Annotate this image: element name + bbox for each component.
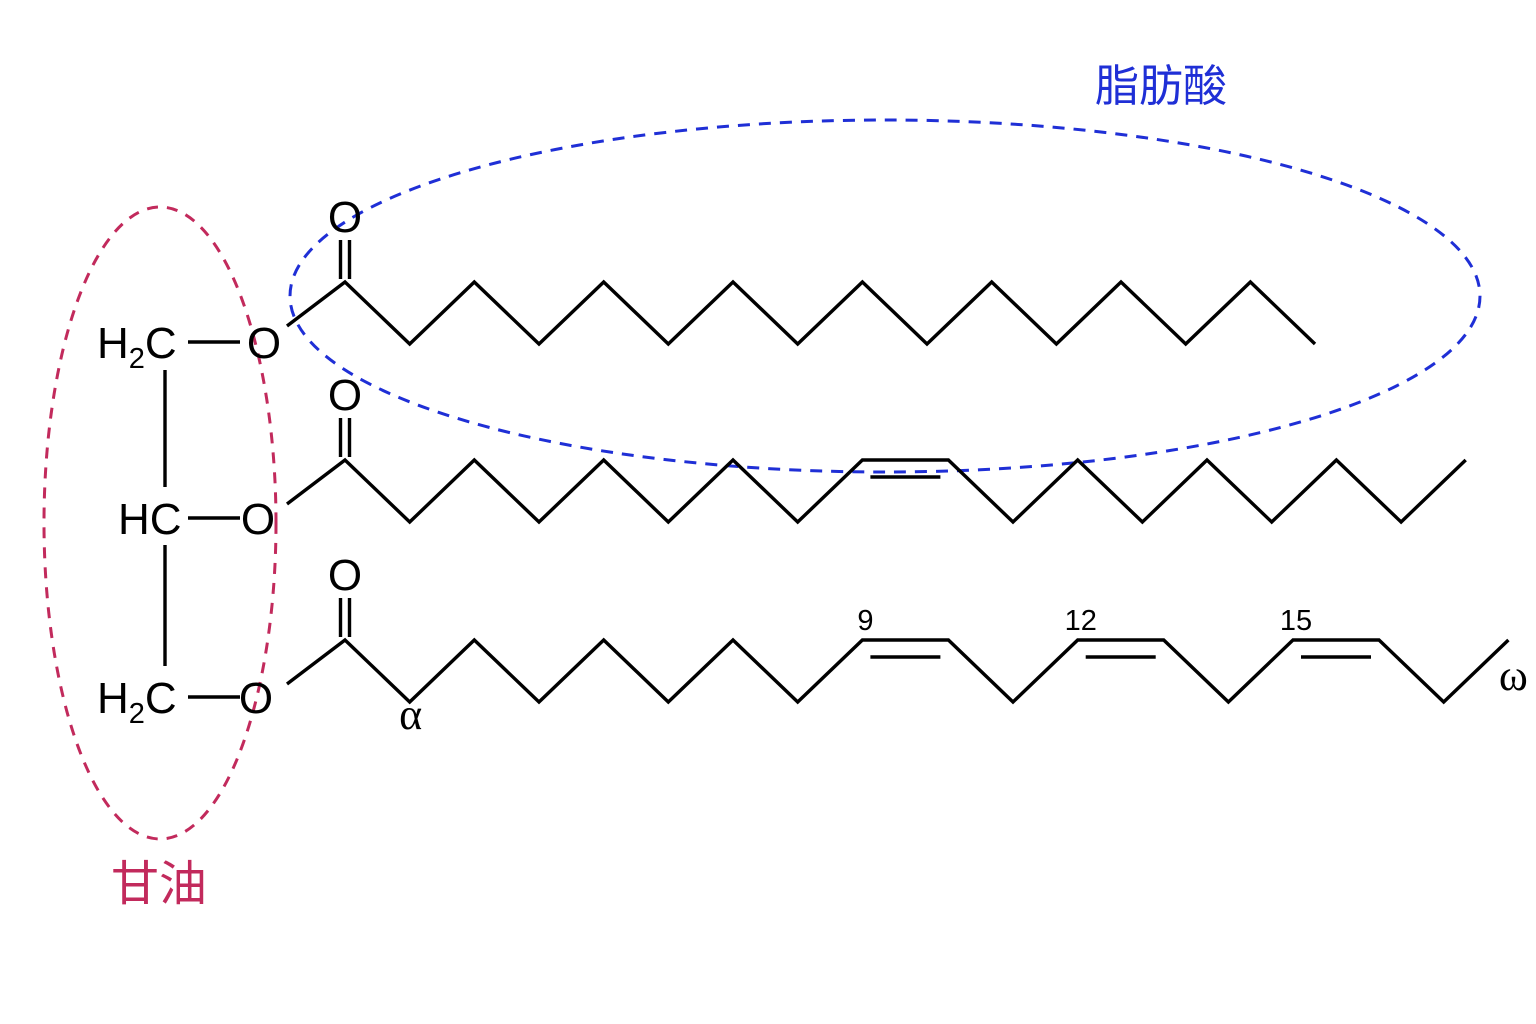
glycerol-row-3-ch2-group: H2C	[97, 674, 177, 730]
ch2-hydrogen: H	[97, 319, 129, 368]
glycerol-label: 甘油	[111, 858, 207, 911]
fatty-acid-chain-1: O	[285, 193, 1317, 347]
chain-3-carbonyl-oxygen: O	[328, 551, 362, 600]
chain-3-locant-12: 12	[1065, 605, 1097, 637]
fatty-acid-highlight-ellipse	[288, 118, 1482, 474]
glycerol-backbone: H2C O HC O H2C O	[97, 319, 281, 730]
alpha-carbon-label: α	[399, 690, 422, 739]
fatty-acid-chains: O O O 9 12 15 α ω	[285, 193, 1528, 739]
ch2-hydrogen: H	[97, 674, 129, 723]
omega-carbon-label: ω	[1499, 651, 1528, 700]
chain-1-carbon-skeleton	[285, 279, 1317, 347]
fatty-acid-chain-3: O 9 12 15 α ω	[285, 551, 1528, 739]
ch2-subscript: 2	[129, 698, 145, 730]
chain-1-carbonyl-oxygen: O	[328, 193, 362, 242]
chain-2-carbon-skeleton	[285, 457, 1467, 525]
chain-3-locant-15: 15	[1280, 605, 1312, 637]
glycerol-row-2-ester-oxygen: O	[241, 495, 275, 544]
glycerol-highlight-ellipse	[42, 205, 278, 841]
chain-3-locant-9: 9	[857, 605, 873, 637]
fatty-acid-label: 脂肪酸	[1095, 62, 1227, 111]
glycerol-row-3-ester-oxygen: O	[239, 674, 273, 723]
glycerol-row-1-ester-oxygen: O	[247, 319, 281, 368]
ch2-carbon: C	[145, 674, 177, 723]
ch2-subscript: 2	[129, 343, 145, 375]
glycerol-row-2-ch-group: HC	[118, 495, 182, 544]
glycerol-row-1-ch2-group: H2C	[97, 319, 177, 375]
fatty-acid-chain-2: O	[285, 371, 1467, 525]
chain-3-carbon-skeleton	[285, 637, 1510, 705]
ch2-carbon: C	[145, 319, 177, 368]
chain-2-carbonyl-oxygen: O	[328, 371, 362, 420]
